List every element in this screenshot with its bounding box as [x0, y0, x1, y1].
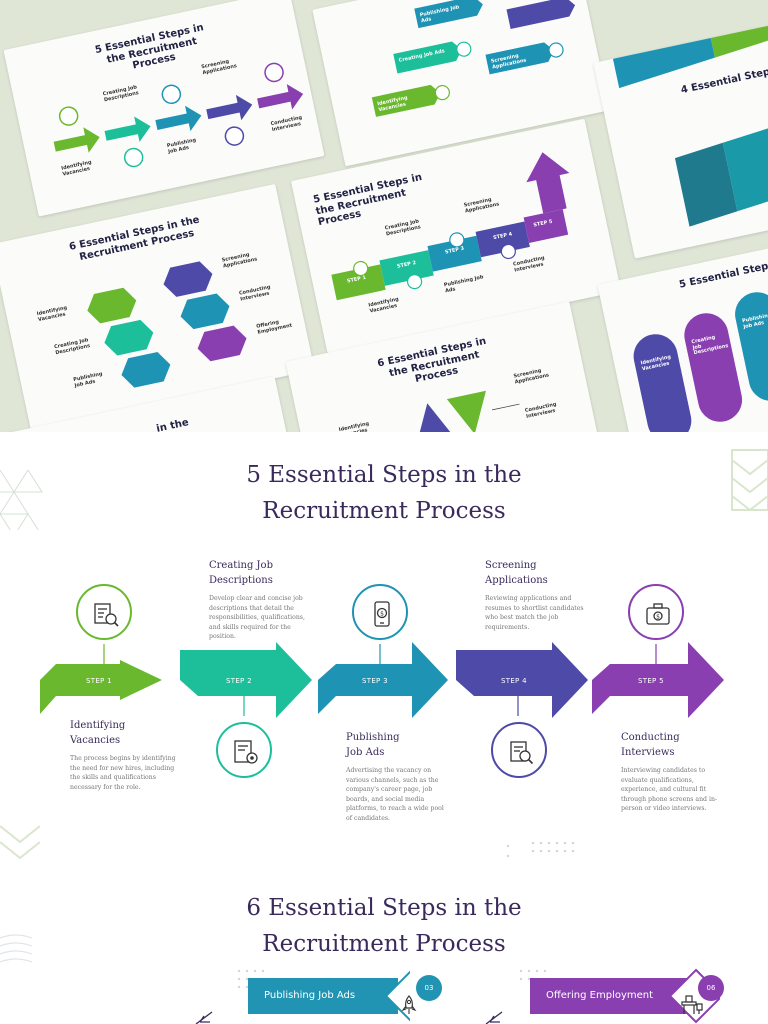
banner-06-label: Offering Employment — [546, 990, 654, 1001]
steps-arrow-band — [40, 642, 724, 718]
six-steps-section: 6 Essential Steps in the Recruitment Pro… — [0, 864, 768, 1024]
step-2-label: STEP 2 — [226, 677, 252, 685]
card-ribbon-graphic — [612, 21, 768, 227]
step-1-arrow — [40, 660, 162, 714]
preview-collage: 5 Essential Steps in the Recruitment Pro… — [0, 0, 768, 432]
section-title: 5 Essential Steps in the Recruitment Pro… — [246, 462, 522, 524]
svg-text:$: $ — [380, 611, 384, 618]
step-1-desc: The process begins by identifying the ne… — [70, 755, 176, 791]
banner-03-number-text: 03 — [424, 984, 434, 992]
card-pillars-graphic — [633, 292, 768, 432]
banner-03-label: Publishing Job Ads — [264, 990, 356, 1001]
step-4-title: Screening Applications — [485, 560, 548, 586]
step-3-label: STEP 3 — [362, 677, 388, 685]
step-3-title: Publishing Job Ads — [346, 732, 400, 758]
step-3-arrow — [318, 642, 448, 718]
step-5-icon-circle: $ — [628, 584, 684, 640]
card-title: in the — [155, 417, 190, 432]
card-triangles-graphic — [416, 390, 520, 432]
decor-triangle-pattern-left — [0, 470, 43, 530]
job-document-search-icon — [94, 603, 119, 627]
document-magnifier-icon — [510, 741, 534, 765]
rocket-icon — [401, 995, 417, 1014]
desk-chair-icon — [681, 995, 703, 1014]
banner-06-number: 06 — [698, 975, 724, 1001]
section-title: 6 Essential Steps in the Recruitment Pro… — [246, 895, 522, 957]
briefcase-dollar-icon: $ — [646, 603, 670, 625]
card-arrows-graphic — [53, 62, 304, 168]
step-1-title: Identifying Vacancies — [70, 720, 126, 746]
banner-03-number: 03 — [416, 975, 442, 1001]
step-4-icon-circle — [491, 722, 547, 778]
step-4-label: STEP 4 — [501, 677, 527, 685]
preview-card-zigzag: Identifying Vacancies Creating Job Ads P… — [312, 0, 610, 167]
preview-card-6-steps-triangles: 6 Essential Steps in the Recruitment Pro… — [285, 301, 601, 432]
preview-card-5-steps-arrows: 5 Essential Steps in the Recruitment Pro… — [3, 0, 325, 217]
card-hexagon-graphic — [87, 261, 247, 388]
step-3-desc: Advertising the vacancy on various chann… — [346, 767, 444, 822]
step-4-arrow — [456, 642, 588, 718]
banner-06-number-text: 06 — [706, 984, 716, 992]
step-2-title: Creating Job Descriptions — [209, 560, 273, 586]
card-staircase-graphic — [331, 152, 570, 301]
step-5-label: STEP 5 — [638, 677, 664, 685]
decor-dot-grid — [531, 841, 575, 853]
decor-chevrons-left — [0, 825, 40, 860]
svg-text:$: $ — [656, 613, 660, 620]
collage-cards: 5 Essential Steps in the Recruitment Pro… — [0, 0, 768, 432]
decor-chevrons-right — [731, 449, 768, 512]
card-zigzag-graphic — [371, 0, 576, 117]
step-5-title: Conducting Interviews — [621, 732, 680, 758]
step-5-arrow — [592, 642, 724, 718]
step-4-desc: Reviewing applications and resumes to sh… — [485, 595, 584, 631]
preview-card-6-steps-hexagons: 6 Essential Steps in the Recruitment Pro… — [0, 183, 315, 431]
step-1-icon-circle — [76, 584, 132, 640]
step-2-icon-circle — [216, 722, 272, 778]
step-5-desc: Interviewing candidates to evaluate qual… — [621, 767, 718, 812]
preview-card-4-steps: 4 Essential Steps — [593, 21, 768, 259]
document-gear-icon — [234, 740, 258, 764]
step-2-desc: Develop clear and concise job descriptio… — [209, 595, 305, 640]
preview-card-5-steps-staircase: 5 Essential Steps in the Recruitment Pro… — [290, 118, 622, 354]
mobile-dollar-icon: $ — [374, 601, 390, 627]
preview-card-5-steps-pillars: 5 Essential Steps Identifying Vacancies … — [597, 243, 768, 432]
step-1-label: STEP 1 — [86, 677, 112, 685]
five-steps-section: 5 Essential Steps in the Recruitment Pro… — [0, 432, 768, 868]
step-3-icon-circle: $ — [352, 584, 408, 640]
step-2-arrow — [180, 642, 312, 718]
decor-wave-lines — [0, 934, 33, 963]
